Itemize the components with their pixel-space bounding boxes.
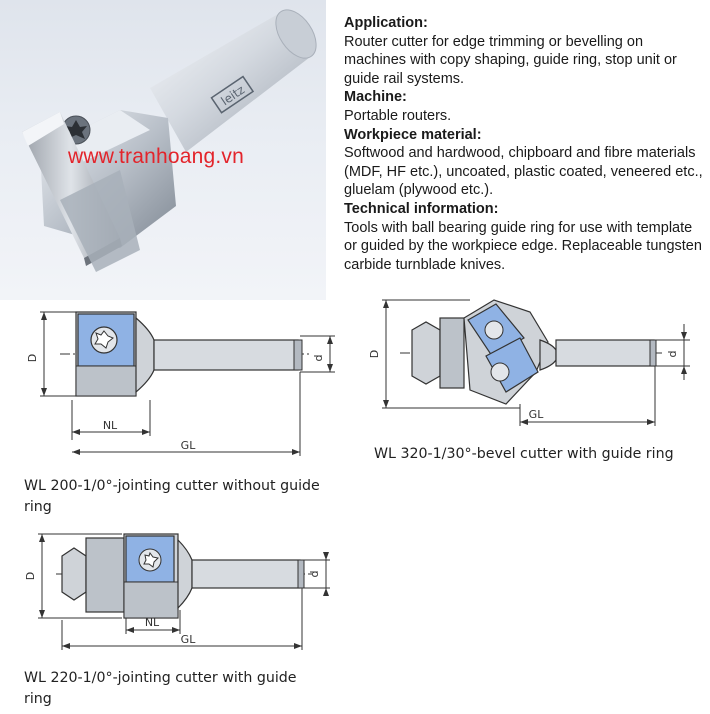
router-cutter-photo-icon: leitz xyxy=(22,9,317,272)
machine-heading: Machine: xyxy=(344,89,407,106)
workpiece-heading: Workpiece material: xyxy=(344,126,482,143)
wl320-caption: WL 320-1/30°-bevel cutter with guide rin… xyxy=(374,446,674,462)
wl220-drawing: D d NL GL xyxy=(24,533,330,650)
technical-heading: Technical information: xyxy=(344,200,499,217)
dim-D-label: D xyxy=(368,350,381,358)
dim-D-label: D xyxy=(24,572,37,580)
wl220-caption: WL 220-1/0°-jointing cutter with guide r… xyxy=(24,670,297,707)
wl200-caption: WL 200-1/0°-jointing cutter without guid… xyxy=(24,478,320,515)
dim-GL-label: GL xyxy=(529,408,545,421)
dim-d-label: d xyxy=(312,355,325,362)
wl320-drawing: D d GL xyxy=(368,299,690,426)
product-photo: leitz www.tranhoang.vn xyxy=(0,0,326,300)
dim-NL-label: NL xyxy=(145,616,160,629)
workpiece-text: Softwood and hardwood, chipboard and fib… xyxy=(344,145,703,199)
dim-GL-label: GL xyxy=(181,633,197,646)
watermark-url[interactable]: www.tranhoang.vn xyxy=(68,145,244,168)
dim-d-label: d xyxy=(666,351,679,358)
dim-NL-label: NL xyxy=(103,419,118,432)
product-info: Application: Router cutter for edge trim… xyxy=(344,14,704,274)
technical-text: Tools with ball bearing guide ring for u… xyxy=(344,219,702,273)
dim-GL-label: GL xyxy=(181,439,197,452)
machine-text: Portable routers. xyxy=(344,107,452,124)
application-heading: Application: xyxy=(344,15,428,31)
dim-D-label: D xyxy=(26,354,39,362)
application-text: Router cutter for edge trimming or bevel… xyxy=(344,33,677,87)
wl200-drawing: D d NL GL xyxy=(26,311,335,456)
dim-d-label: d xyxy=(308,571,321,578)
